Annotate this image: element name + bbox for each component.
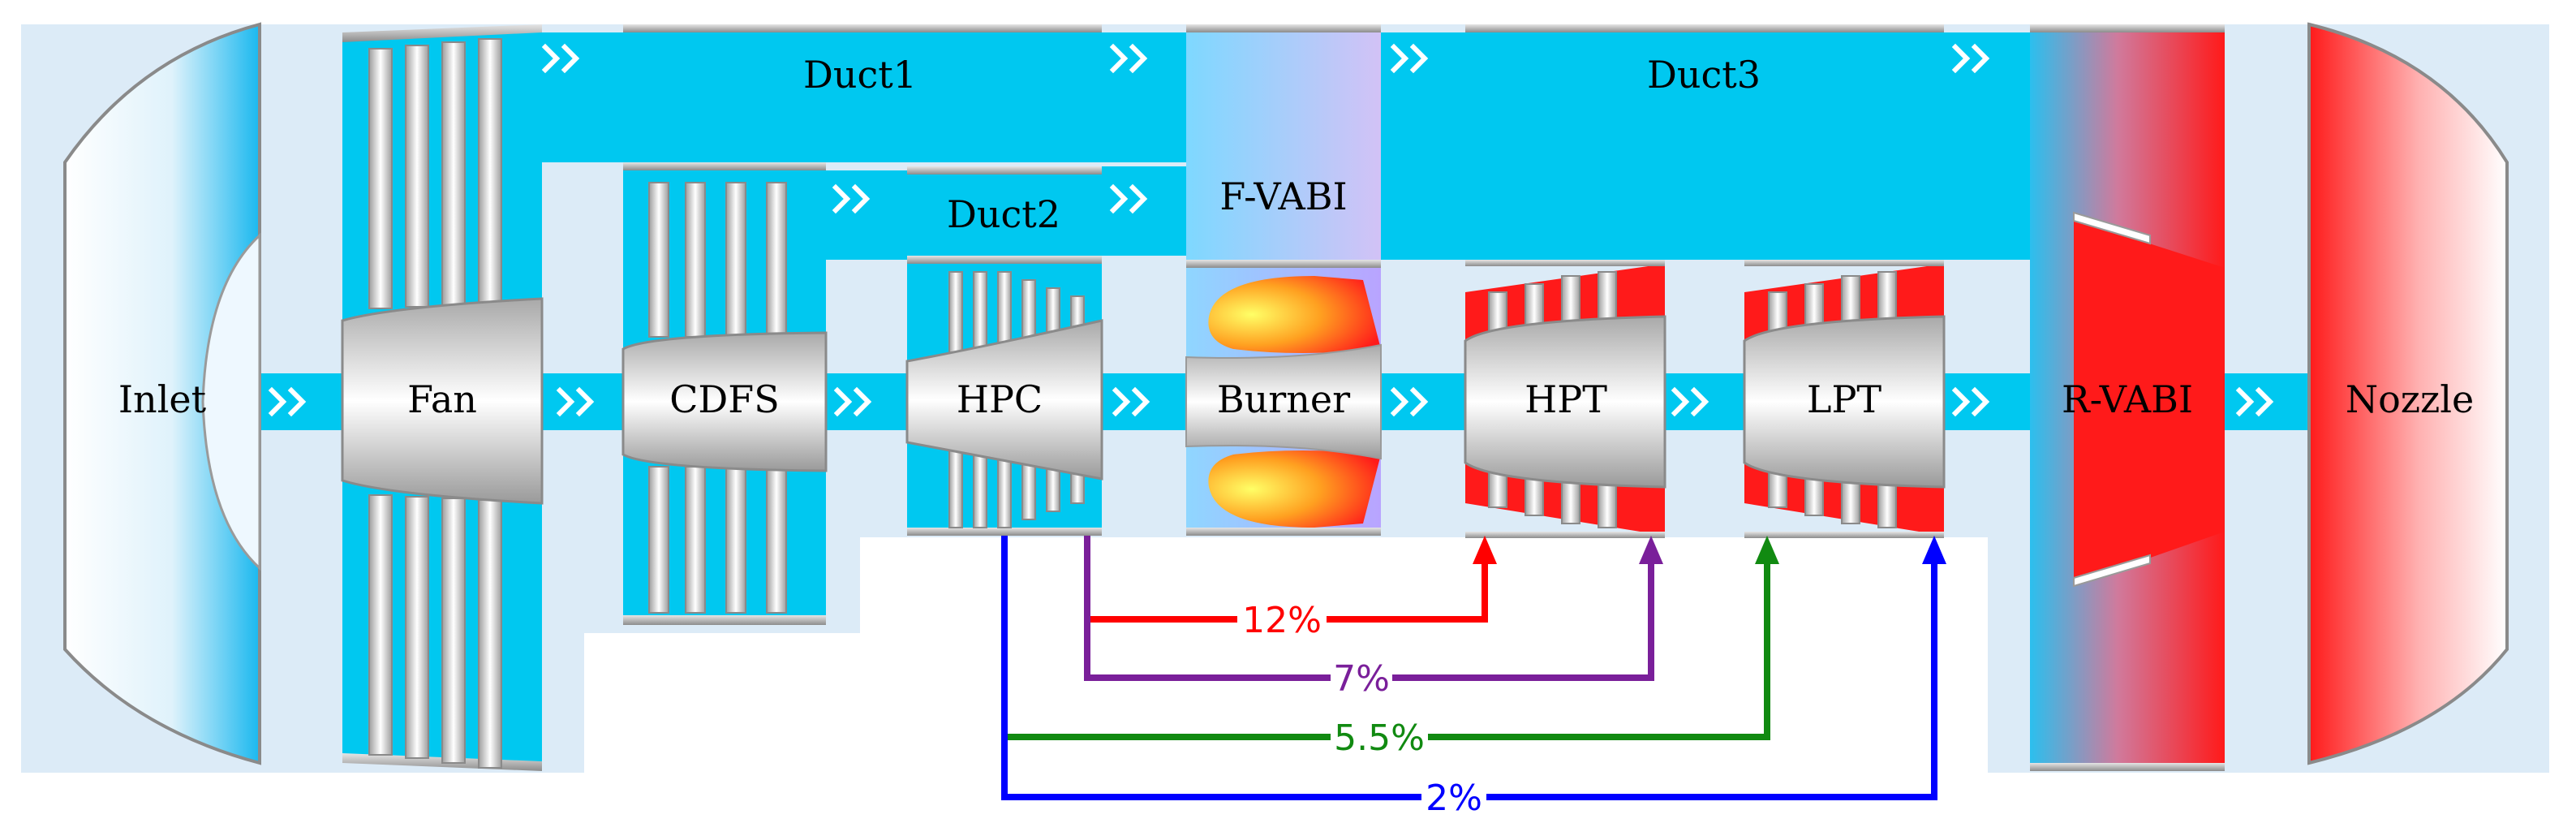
- cdfs: CDFS: [621, 162, 828, 625]
- inlet: Inlet: [63, 22, 261, 765]
- compressor-blade-icon: [648, 182, 787, 614]
- flow-chevron-icon: [1951, 43, 1990, 74]
- cdfs-label: CDFS: [669, 377, 780, 421]
- cutout: [584, 633, 876, 773]
- bleed-lines: 12% 7% 5.5% 2%: [1001, 536, 1946, 819]
- flow-chevron-icon: [833, 386, 872, 417]
- lpt: LPT: [1743, 260, 1946, 538]
- duct3-label: Duct3: [1647, 53, 1761, 97]
- bleed-label-7: 7%: [1333, 658, 1390, 700]
- inlet-label: Inlet: [118, 377, 207, 421]
- compressor-blade-icon: [368, 38, 502, 769]
- burner: Burner: [1185, 260, 1382, 536]
- flame-icon: [1208, 276, 1381, 353]
- flow-chevron-icon: [556, 386, 595, 417]
- fvabi: F-VABI: [1102, 24, 1381, 264]
- flow-chevron-icon: [541, 43, 580, 74]
- fvabi-label: F-VABI: [1219, 175, 1347, 218]
- hpt: HPT: [1464, 260, 1666, 538]
- hpt-label: HPT: [1525, 377, 1607, 421]
- flame-icon: [1208, 450, 1381, 528]
- hpc-label: HPC: [957, 377, 1043, 421]
- flow-chevron-icon: [1109, 183, 1148, 214]
- bleed-line-12: [1087, 536, 1497, 623]
- flow-chevron-icon: [1390, 386, 1429, 417]
- fan: Fan: [341, 24, 544, 771]
- flow-chevron-icon: [832, 183, 871, 214]
- duct1-label: Duct1: [803, 53, 917, 97]
- nozzle: Nozzle: [2307, 22, 2509, 765]
- rvabi: R-VABI: [2030, 24, 2225, 771]
- lpt-label: LPT: [1807, 377, 1881, 421]
- flow-chevron-icon: [1390, 43, 1429, 74]
- flow-chevron-icon: [1109, 43, 1148, 74]
- flow-chevron-icon: [1671, 386, 1709, 417]
- flow-chevron-icon: [268, 386, 307, 417]
- rvabi-label: R-VABI: [2062, 377, 2193, 421]
- flow-chevrons: [268, 43, 2274, 417]
- burner-label: Burner: [1217, 377, 1350, 421]
- duct1: Duct1: [542, 24, 1102, 162]
- flow-chevron-icon: [2235, 386, 2274, 417]
- bleed-label-12: 12%: [1242, 600, 1322, 641]
- duct2-label: Duct2: [947, 192, 1060, 236]
- bleed-label-2: 2%: [1426, 778, 1482, 819]
- nozzle-label: Nozzle: [2346, 377, 2474, 421]
- duct3: Duct3: [1381, 24, 2030, 260]
- hpc: HPC: [905, 264, 1103, 536]
- flow-chevron-icon: [1112, 386, 1150, 417]
- fan-label: Fan: [407, 377, 477, 421]
- duct2: Duct2: [826, 166, 1102, 264]
- flow-chevron-icon: [1951, 386, 1990, 417]
- bleed-label-5-5: 5.5%: [1334, 717, 1425, 759]
